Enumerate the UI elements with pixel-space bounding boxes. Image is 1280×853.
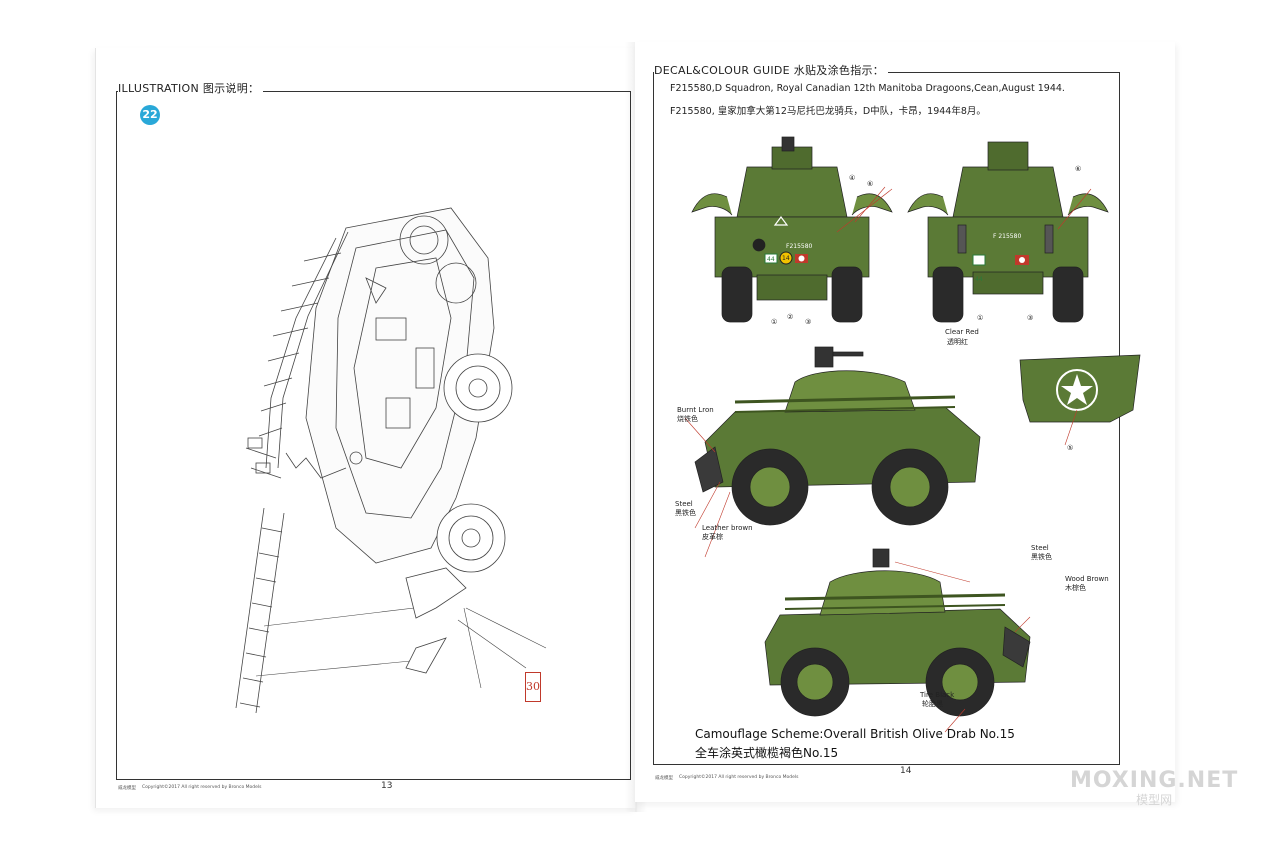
front-decal-44: 44 <box>767 256 775 263</box>
callout-5: ⑤ <box>1067 444 1074 452</box>
step-number-badge: 22 <box>140 105 160 125</box>
right-page: DECAL&COLOUR GUIDE 水贴及涂色指示： F215580,D Sq… <box>635 42 1175 802</box>
callout-6-rear: ⑥ <box>1075 165 1082 173</box>
page-number: 13 <box>381 781 393 791</box>
callout-steel-2-en: Steel <box>1031 544 1049 552</box>
callout-wood-brown-cn: 木棕色 <box>1065 584 1086 592</box>
rear-view-drawing <box>907 141 1109 323</box>
watermark-text: MOXING.NET <box>1070 768 1239 793</box>
site-watermark: MOXING.NET 模型网 <box>1070 768 1238 808</box>
footer-copyright: Copyright©2017 All right reserved by Bro… <box>679 775 799 780</box>
callout-clear-red-cn: 透明红 <box>947 338 968 346</box>
rear-serial-text: F 215580 <box>993 233 1022 240</box>
callout-1-front: ① <box>771 318 778 326</box>
left-page: ILLUSTRATION 图示说明： 22 <box>95 48 636 808</box>
caption-chinese: F215580, 皇家加拿大第12马尼托巴龙骑兵，D中队，卡昂，1944年8月。 <box>670 106 986 117</box>
page-frame <box>116 91 631 780</box>
callout-2-front: ② <box>787 313 794 321</box>
assembly-drawing <box>235 207 547 714</box>
callout-wood-brown-en: Wood Brown <box>1065 575 1109 583</box>
instruction-booklet-spread: ILLUSTRATION 图示说明： 22 <box>95 42 1175 812</box>
callout-1-rear: ① <box>977 314 984 322</box>
callout-clear-red-en: Clear Red <box>945 328 979 336</box>
callout-6-front: ⑥ <box>867 180 874 188</box>
caption-english: F215580,D Squadron, Royal Canadian 12th … <box>670 83 1065 94</box>
camouflage-scheme-en: Camouflage Scheme:Overall British Olive … <box>695 727 1015 741</box>
front-view-drawing <box>691 136 893 323</box>
footer-copyright: Copyright©2017 All right reserved by Bro… <box>142 785 262 790</box>
section-title: DECAL&COLOUR GUIDE 水贴及涂色指示： <box>654 62 889 78</box>
camouflage-scheme-cn: 全车涂英式橄榄褐色No.15 <box>695 746 839 760</box>
page-number: 14 <box>900 766 912 776</box>
callout-burnt-iron-en: Burnt Lron <box>677 406 714 414</box>
footer-brand: 威龙模型 <box>655 776 673 781</box>
callout-tire-black-en: Tire Black <box>920 691 955 699</box>
footer-brand: 威龙模型 <box>118 786 136 791</box>
callout-3-rear: ③ <box>1027 314 1034 322</box>
side-view-left-drawing <box>684 346 981 558</box>
callout-steel-2-cn: 黑铁色 <box>1031 553 1052 561</box>
section-title: ILLUSTRATION 图示说明： <box>118 80 264 96</box>
watermark-subtext: 模型网 <box>1136 793 1173 807</box>
callout-tire-black-cn: 轮胎黑 <box>922 700 943 708</box>
front-serial-text: F215580 <box>786 243 813 250</box>
callout-3-front: ③ <box>805 318 812 326</box>
callout-steel-cn: 黑铁色 <box>675 509 696 517</box>
front-decal-14: 14 <box>782 255 790 262</box>
callout-4-front: ④ <box>849 174 856 182</box>
star-insignia-detail <box>1019 354 1141 446</box>
callout-burnt-iron-cn: 烧铁色 <box>677 415 698 423</box>
callout-steel-en: Steel <box>675 500 693 508</box>
part-code-box: 30 <box>525 672 541 702</box>
callout-leather-brown-en: Leather brown <box>702 524 753 532</box>
rear-decal-44: 44 <box>975 276 983 283</box>
side-view-right-drawing <box>764 548 1031 733</box>
callout-leather-brown-cn: 皮革棕 <box>702 533 723 541</box>
